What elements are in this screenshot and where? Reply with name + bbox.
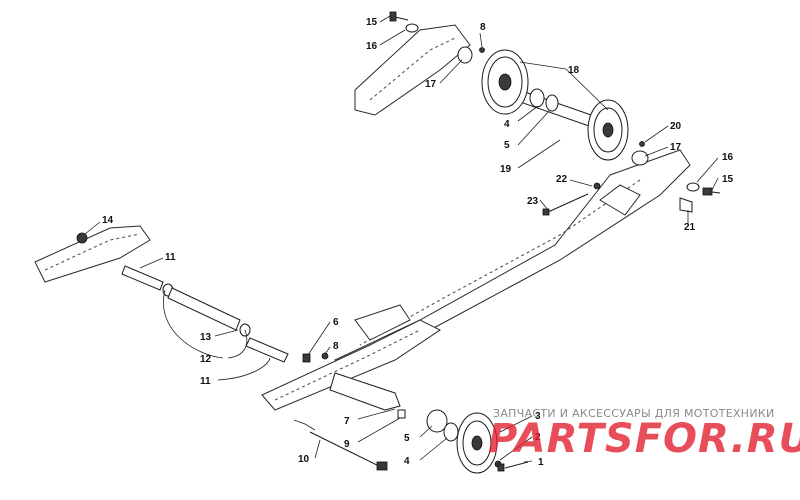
upper-slide-rail bbox=[354, 24, 471, 116]
watermark: ЗАПЧАСТИ И АКСЕССУАРЫ ДЛЯ МОТОТЕХНИКИ PA… bbox=[488, 407, 800, 462]
callout-2: 2 bbox=[535, 432, 541, 443]
callout-7: 7 bbox=[344, 416, 350, 427]
callout-15: 15 bbox=[366, 17, 378, 28]
callout-22: 22 bbox=[556, 174, 568, 185]
callout-17b: 17 bbox=[670, 142, 682, 153]
callout-1: 1 bbox=[538, 457, 544, 468]
callout-11b: 11 bbox=[200, 376, 211, 387]
leader-lines bbox=[84, 15, 719, 463]
callout-3: 3 bbox=[535, 411, 541, 422]
callout-4: 4 bbox=[504, 119, 510, 130]
callout-9: 9 bbox=[344, 439, 350, 450]
callout-20: 20 bbox=[670, 121, 682, 132]
callout-19: 19 bbox=[500, 164, 512, 175]
left-slide-rail bbox=[34, 225, 151, 283]
lower-shafts bbox=[76, 232, 406, 471]
callout-16: 16 bbox=[366, 41, 378, 52]
callout-numbers: 15 16 8 17 18 4 5 19 20 17 22 23 16 15 2… bbox=[102, 17, 734, 468]
upper-axle-assembly bbox=[457, 46, 649, 190]
callout-13: 13 bbox=[200, 332, 212, 343]
callout-14: 14 bbox=[102, 215, 114, 226]
callout-17: 17 bbox=[425, 79, 437, 90]
callout-21: 21 bbox=[684, 222, 696, 233]
lower-wheel-assembly bbox=[426, 409, 529, 474]
lower-slide-rail bbox=[261, 304, 441, 411]
callout-8b: 8 bbox=[333, 341, 339, 352]
watermark-caption: ЗАПЧАСТИ И АКСЕССУАРЫ ДЛЯ МОТОТЕХНИКИ bbox=[493, 407, 775, 420]
callout-23: 23 bbox=[527, 196, 539, 207]
top-hardware bbox=[389, 11, 419, 33]
callout-11: 11 bbox=[165, 252, 176, 263]
callout-5: 5 bbox=[504, 140, 510, 151]
callout-8: 8 bbox=[480, 22, 486, 33]
callout-6: 6 bbox=[333, 317, 339, 328]
callout-4b: 4 bbox=[404, 456, 410, 467]
callout-18: 18 bbox=[568, 65, 580, 76]
callout-16b: 16 bbox=[722, 152, 734, 163]
right-hardware bbox=[542, 182, 721, 216]
callout-15b: 15 bbox=[722, 174, 734, 185]
callout-10: 10 bbox=[298, 454, 310, 465]
callout-5b: 5 bbox=[404, 433, 410, 444]
watermark-logo: PARTSFOR.RU bbox=[488, 416, 800, 462]
callout-12: 12 bbox=[200, 354, 212, 365]
